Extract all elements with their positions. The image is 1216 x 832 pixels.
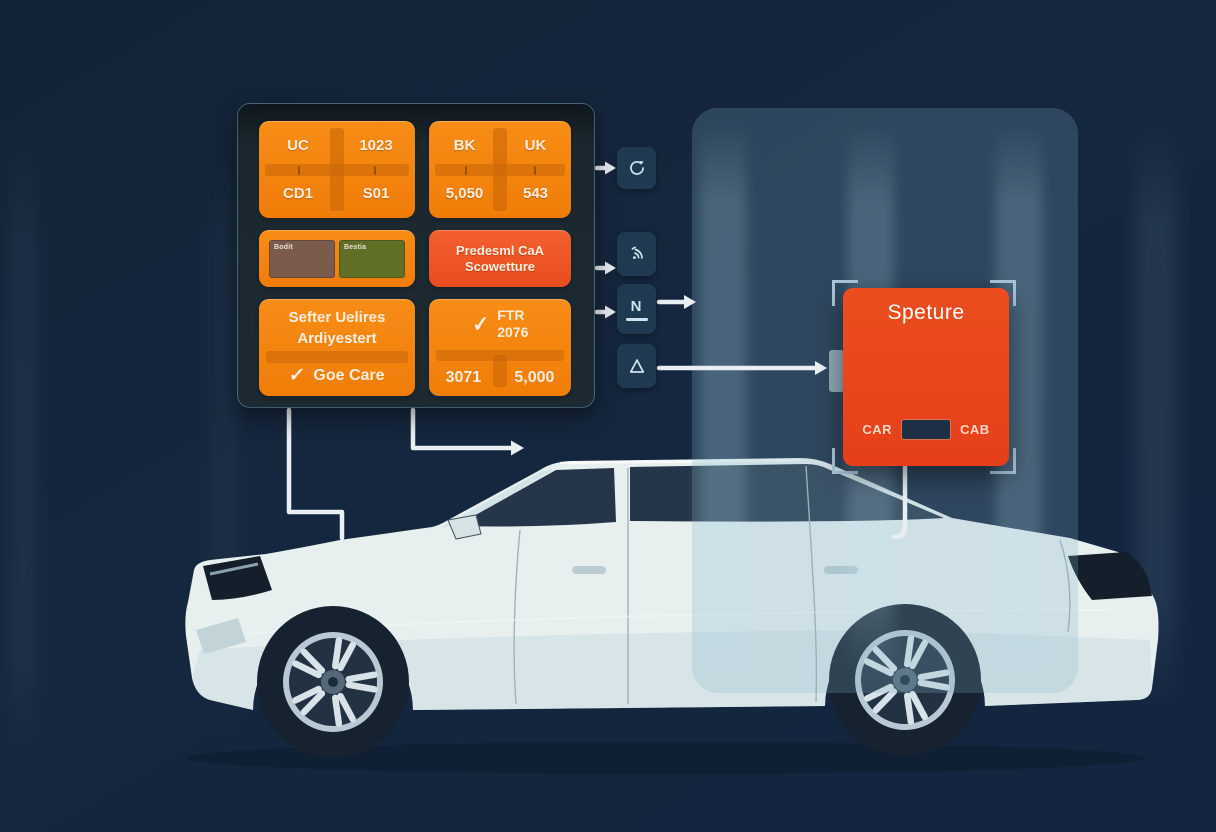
car-mirror <box>447 514 482 540</box>
connector-line-mid <box>410 407 515 451</box>
arrowhead <box>684 295 696 309</box>
arrowhead <box>605 305 616 319</box>
color-swatch-brown[interactable]: Bodit <box>269 239 335 278</box>
ftr-label: FTR <box>497 307 525 323</box>
arrowhead <box>605 261 616 275</box>
alert-line: Predesml CaA <box>455 243 545 258</box>
swatch-label: Bodit <box>274 243 293 251</box>
stat-value: 543 <box>522 185 549 203</box>
cell-divider <box>265 163 409 176</box>
capture-box: Speture CAR CAB <box>843 288 1009 466</box>
car-trunk-seam <box>1059 539 1071 633</box>
cell-divider-stub <box>493 355 507 387</box>
cell-divider <box>266 351 408 363</box>
service-check-label: Goe Care <box>313 366 385 384</box>
scan-glow-bar <box>700 122 746 674</box>
check-icon: ✓ <box>288 365 307 386</box>
car-front-wheel <box>257 606 409 758</box>
car-door-seam-rear <box>805 465 818 703</box>
capture-right-label: CAB <box>960 422 990 437</box>
alert-cell[interactable]: Predesml CaA Scowetture <box>429 230 571 287</box>
stat-value: CD1 <box>282 185 313 203</box>
stat-value: 5,000 <box>514 369 555 386</box>
car-door-seam-front <box>513 529 521 705</box>
car-front-window <box>456 468 616 527</box>
connector-line-hood <box>286 407 345 541</box>
car-door-handle-front <box>572 566 606 574</box>
bracket-corner <box>832 280 858 306</box>
alert-line: Scowetture <box>464 259 536 274</box>
divider-tick <box>298 165 300 175</box>
color-swatch-green[interactable]: Bestia <box>339 239 405 278</box>
triangle-icon <box>629 359 644 373</box>
stat-value: S01 <box>362 185 390 203</box>
service-cell[interactable]: Sefter Uelires Ardiyestert ✓ Goe Care <box>259 299 415 396</box>
ftr-value: 2076 <box>497 324 529 340</box>
bracket-corner <box>832 448 858 474</box>
n-icon: N <box>630 297 643 315</box>
car-rear-wheel <box>829 604 981 756</box>
dashboard-panel: UC 1023 CD1 S01 BK UK 5,050 543 Bodit <box>237 103 595 408</box>
background-glow-bar <box>10 130 36 770</box>
stats-cell-b[interactable]: BK UK 5,050 543 <box>429 121 571 218</box>
n-tile[interactable]: N <box>617 284 656 334</box>
divider-tick <box>534 165 537 175</box>
capture-left-label: CAR <box>862 422 892 437</box>
ftr-cell[interactable]: ✓ FTR 2076 3071 5,000 <box>429 299 571 396</box>
arrowhead <box>605 161 616 175</box>
focus-brackets <box>832 280 1016 474</box>
car-windshield <box>440 468 556 528</box>
capture-value-field[interactable] <box>901 419 951 440</box>
car-lower-shading <box>192 626 1152 710</box>
connector-line-capture <box>891 464 908 540</box>
car-door-handle-rear <box>824 566 858 574</box>
stat-value: UC <box>287 136 309 154</box>
stats-cell-a[interactable]: UC 1023 CD1 S01 <box>259 121 415 218</box>
car-headlight <box>203 556 272 600</box>
car-front-intake <box>196 618 246 654</box>
signal-tile[interactable] <box>617 232 656 276</box>
dash-icon <box>625 317 648 321</box>
arrowhead <box>815 361 827 375</box>
stat-value: 3071 <box>445 369 482 386</box>
service-line: Ardiyestert <box>297 330 377 347</box>
stat-value: 5,050 <box>445 185 484 203</box>
signal-icon <box>631 246 643 259</box>
car-roof-highlight <box>559 458 801 465</box>
swatches-cell[interactable]: Bodit Bestia <box>259 230 415 287</box>
service-line: Sefter Uelires <box>288 309 386 326</box>
stat-value: 1023 <box>359 136 393 154</box>
refresh-tile[interactable] <box>617 147 656 189</box>
car-headlight-streak <box>209 562 259 576</box>
bracket-corner <box>990 448 1016 474</box>
stat-value: BK <box>453 136 476 154</box>
divider-tick <box>374 165 377 175</box>
swatch-label: Bestia <box>344 243 367 251</box>
bracket-corner <box>990 280 1016 306</box>
stat-value: UK <box>524 136 547 154</box>
triangle-tile[interactable] <box>617 344 656 388</box>
divider-tick <box>464 165 467 175</box>
cell-divider <box>435 163 565 176</box>
capture-connector-tab <box>829 350 844 392</box>
car-taillight <box>1068 552 1152 600</box>
capture-title: Speture <box>887 301 965 324</box>
car-rear-window <box>630 464 944 522</box>
arrowhead <box>511 440 524 456</box>
refresh-icon <box>629 160 644 175</box>
check-heart-icon: ✓ <box>470 311 490 337</box>
